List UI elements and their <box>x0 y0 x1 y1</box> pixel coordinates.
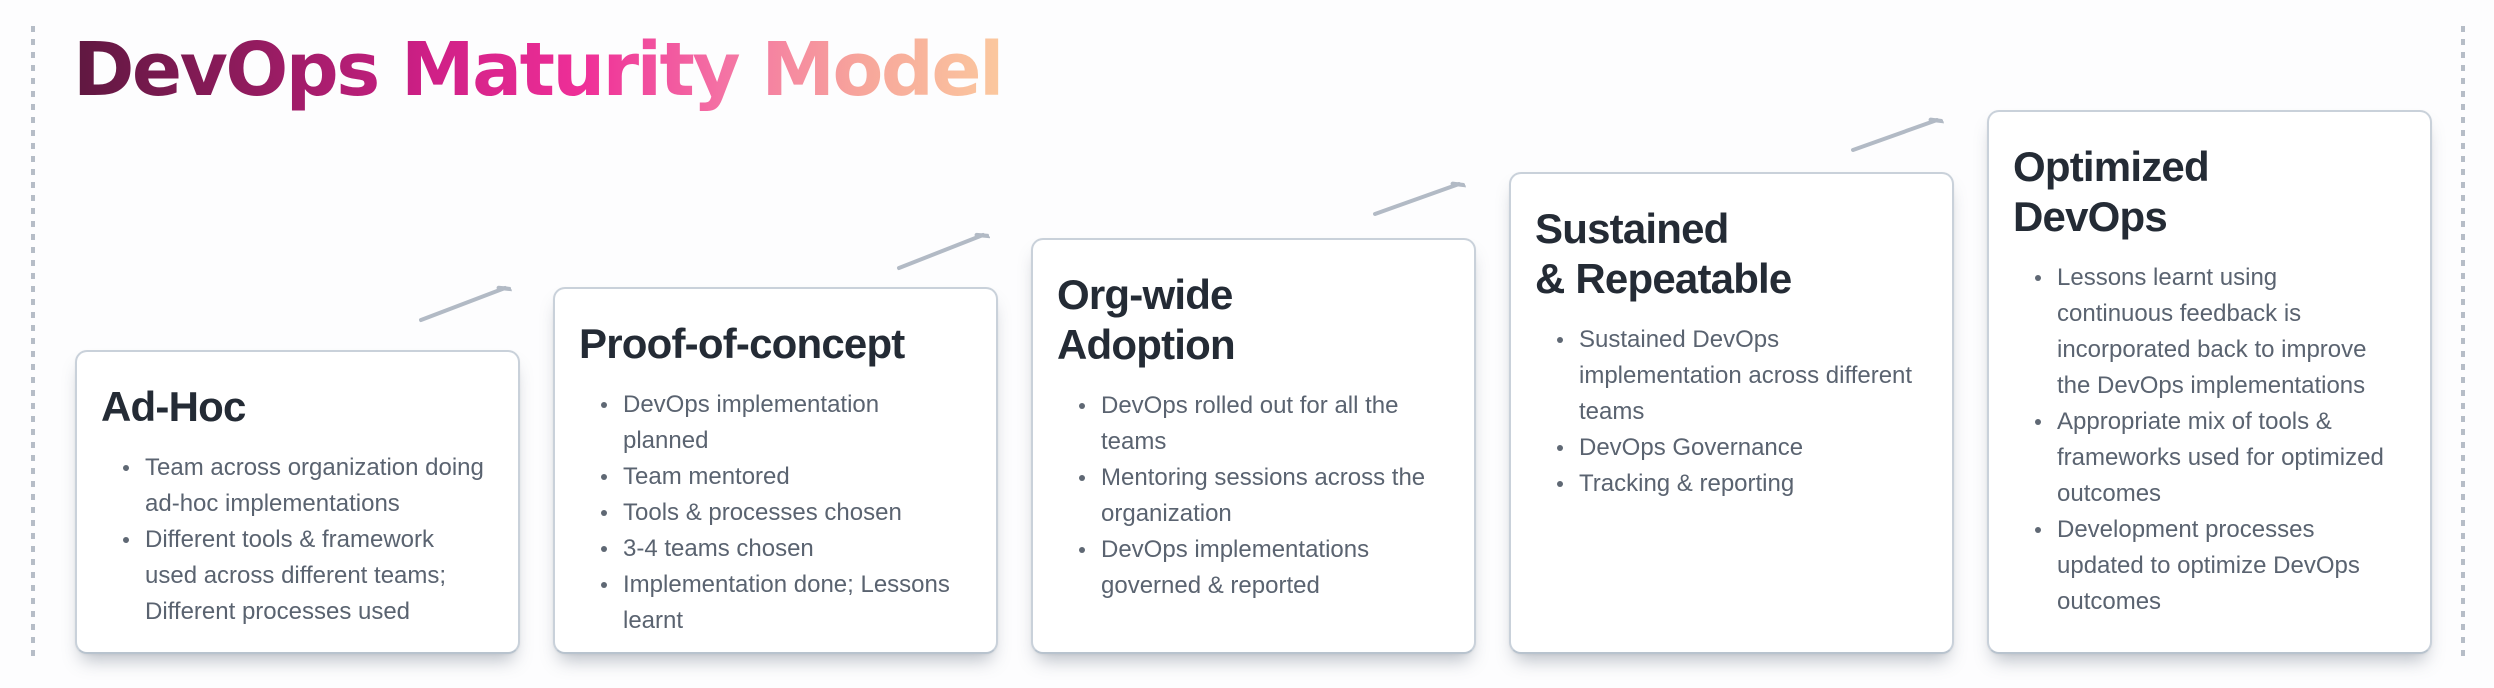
stage-bullet: 3-4 teams chosen <box>601 531 962 567</box>
right-margin-dashed-guide <box>2461 26 2465 660</box>
arrow-up-right-icon <box>419 288 505 322</box>
stage-title: Proof-of-concept <box>579 320 905 367</box>
stage-card-proof-of-concept: Proof-of-concept DevOps implementation p… <box>553 287 998 654</box>
stage-bullet: DevOps implementation planned <box>601 387 962 459</box>
stage-title: Sustained & Repeatable <box>1535 205 1792 302</box>
arrow-up-right-icon <box>1373 184 1459 216</box>
stage-title: Org-wide Adoption <box>1057 271 1236 368</box>
stage-bullet: Development processes updated to optimiz… <box>2035 512 2396 620</box>
stage-title: Optimized DevOps <box>2013 143 2210 240</box>
stage-card-optimized-devops: Optimized DevOps Lessons learnt using co… <box>1987 110 2432 654</box>
stage-bullet-list: Sustained DevOps implementation across d… <box>1535 322 1930 502</box>
stage-bullet: Team across organization doing ad-hoc im… <box>123 450 484 522</box>
stage-card-sustained-repeatable: Sustained & Repeatable Sustained DevOps … <box>1509 172 1954 654</box>
arrow-up-right-icon <box>897 235 983 270</box>
stage-card-ad-hoc: Ad-Hoc Team across organization doing ad… <box>75 350 520 654</box>
stage-bullet: Mentoring sessions across the organizati… <box>1079 460 1440 532</box>
arrow-up-right-icon <box>1851 120 1937 152</box>
stage-bullet-list: DevOps implementation planned Team mento… <box>579 387 974 639</box>
stage-bullet: DevOps rolled out for all the teams <box>1079 388 1440 460</box>
stage-bullet: Lessons learnt using continuous feedback… <box>2035 260 2396 404</box>
stage-bullet: Tools & processes chosen <box>601 495 962 531</box>
stage-bullet: DevOps implementations governed & report… <box>1079 532 1440 604</box>
stage-title: Ad-Hoc <box>101 383 246 430</box>
stage-bullet: Appropriate mix of tools & frameworks us… <box>2035 404 2396 512</box>
stage-bullet: Team mentored <box>601 459 962 495</box>
stage-bullet: Different tools & framework used across … <box>123 522 484 630</box>
stage-bullet: Tracking & reporting <box>1557 466 1918 502</box>
stage-bullet-list: Team across organization doing ad-hoc im… <box>101 450 496 630</box>
stage-bullet-list: Lessons learnt using continuous feedback… <box>2013 260 2408 620</box>
left-margin-dashed-guide <box>31 26 35 660</box>
stage-bullet: DevOps Governance <box>1557 430 1918 466</box>
stage-card-org-wide-adoption: Org-wide Adoption DevOps rolled out for … <box>1031 238 1476 654</box>
stage-bullet: Implementation done; Lessons learnt <box>601 567 962 639</box>
stage-bullet-list: DevOps rolled out for all the teams Ment… <box>1057 388 1452 604</box>
stage-bullet: Sustained DevOps implementation across d… <box>1557 322 1918 430</box>
page-title: DevOps Maturity Model <box>73 27 1004 113</box>
